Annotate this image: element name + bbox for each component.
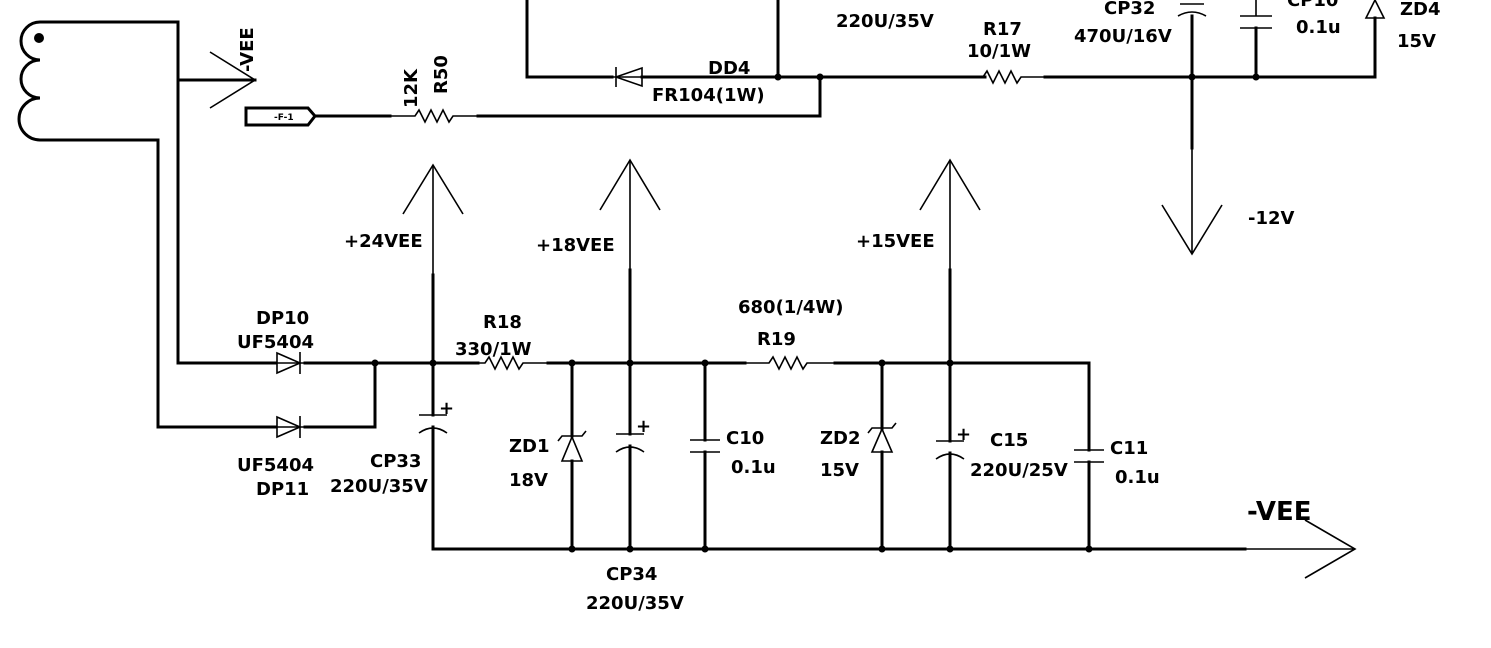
- c10-value: 0.1u: [731, 457, 776, 478]
- r50-name: R50: [431, 55, 452, 94]
- resistor-r18: [478, 355, 548, 371]
- plus-24vee-arrow: [402, 163, 464, 365]
- r19-value: 680(1/4W): [738, 297, 844, 318]
- capacitor-c10: [690, 361, 720, 551]
- dd4-name: DD4: [708, 58, 750, 79]
- neg-vee-top-label: -VEE: [237, 27, 258, 72]
- cp33-name: CP33: [370, 451, 421, 472]
- resistor-r19: [745, 355, 835, 371]
- zener-zd4: [1364, 0, 1386, 19]
- diode-dd4: [612, 66, 643, 88]
- capacitor-cp34: [615, 361, 645, 551]
- plus-15vee-label: +15VEE: [856, 231, 935, 252]
- dp11-name: DP11: [256, 479, 309, 500]
- zd2-name: ZD2: [820, 428, 861, 449]
- dp10-value: UF5404: [237, 332, 314, 353]
- neg-vee-arrow-bottom: [1245, 519, 1357, 579]
- zd1-name: ZD1: [509, 436, 550, 457]
- r19-name: R19: [757, 329, 796, 350]
- main-bus: [156, 361, 1247, 551]
- cp32-value: 470U/16V: [1074, 26, 1172, 47]
- cp33-value: 220U/35V: [330, 476, 428, 497]
- connector-label: -F-1: [274, 113, 294, 123]
- c15-plus-sign: +: [956, 424, 971, 445]
- zener-zd2: [867, 361, 897, 551]
- capacitor-cp10: [1240, 0, 1272, 29]
- neg-vee-arrow-top: [176, 51, 257, 109]
- resistor-r50: [390, 108, 478, 124]
- connector-f1: [244, 106, 317, 127]
- cp33-plus-sign: +: [439, 398, 454, 419]
- dp10-name: DP10: [256, 308, 309, 329]
- zd1-value: 18V: [509, 470, 548, 491]
- dd4-value: FR104(1W): [652, 85, 765, 106]
- c11-name: C11: [1110, 438, 1148, 459]
- plus-18vee-arrow: [599, 158, 661, 365]
- dp11-value: UF5404: [237, 455, 314, 476]
- zener-zd1: [557, 361, 587, 551]
- top-network: [313, 0, 1377, 150]
- minus-12v-arrow: [1161, 148, 1223, 256]
- diode-dp10: [275, 351, 305, 375]
- r17-name: R17: [983, 19, 1022, 40]
- top-junctions: [774, 73, 1260, 81]
- cp10-name: CP10: [1287, 0, 1338, 11]
- transformer-winding: [17, 20, 180, 429]
- r50-value: 12K: [401, 68, 422, 108]
- zd4-value: 15V: [1397, 31, 1436, 52]
- plus-18vee-label: +18VEE: [536, 235, 615, 256]
- cp34-name: CP34: [606, 564, 657, 585]
- zd2-value: 15V: [820, 460, 859, 481]
- c15-value: 220U/25V: [970, 460, 1068, 481]
- diode-dp11: [275, 415, 305, 439]
- capacitor-c15: [935, 361, 965, 551]
- cp32-name: CP32: [1104, 0, 1155, 19]
- capacitor-c11: [1074, 438, 1104, 463]
- c10-name: C10: [726, 428, 764, 449]
- r18-name: R18: [483, 312, 522, 333]
- cp34-value: 220U/35V: [586, 593, 684, 614]
- r17-value: 10/1W: [967, 41, 1031, 62]
- capacitor-cp33: [418, 361, 448, 551]
- neg-vee-bottom-label: -VEE: [1247, 497, 1312, 527]
- minus-12v-label: -12V: [1248, 208, 1295, 229]
- c11-value: 0.1u: [1115, 467, 1160, 488]
- plus-24vee-label: +24VEE: [344, 231, 423, 252]
- cp10-value: 0.1u: [1296, 17, 1341, 38]
- bottom-junctions: [371, 359, 1093, 553]
- capacitor-cp32: [1177, 3, 1207, 17]
- plus-15vee-arrow: [919, 158, 981, 365]
- cp34-plus-sign: +: [636, 416, 651, 437]
- resistor-r17: [981, 69, 1045, 85]
- c15-name: C15: [990, 430, 1028, 451]
- zd4-name: ZD4: [1400, 0, 1441, 20]
- r18-value: 330/1W: [455, 339, 532, 360]
- top-cap-value: 220U/35V: [836, 11, 934, 32]
